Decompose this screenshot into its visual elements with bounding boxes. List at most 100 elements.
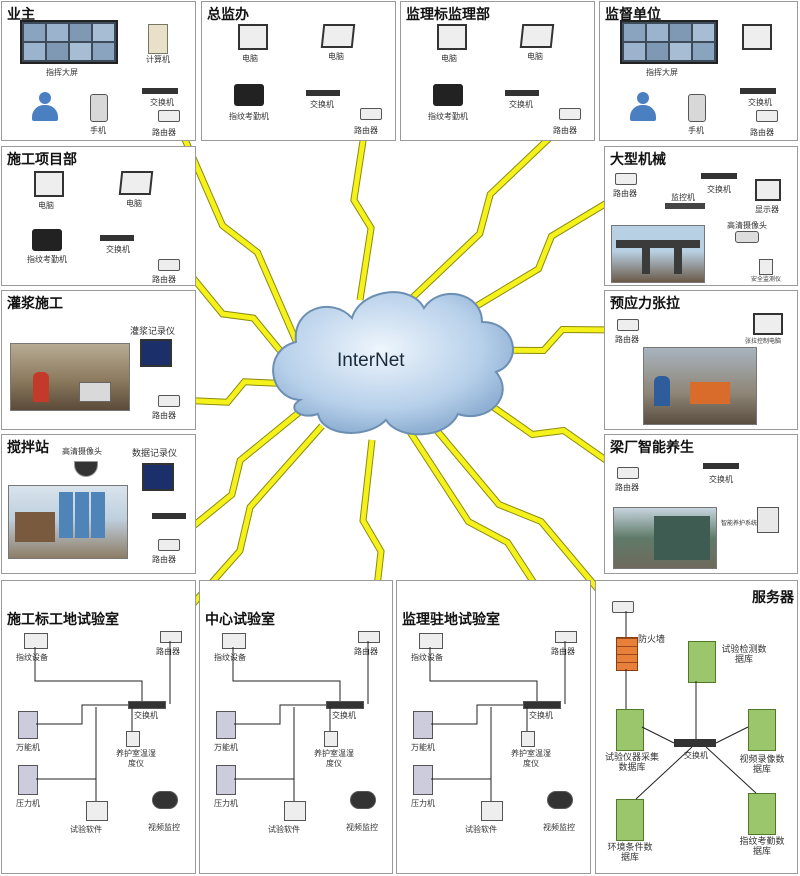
switch-icon (326, 701, 364, 709)
fingerprint-label: 指纹设备 (16, 653, 48, 662)
press-machine-icon (413, 765, 433, 795)
switch-label: 交换机 (509, 100, 533, 109)
panel-lab-center: 中心试验室 指纹设备路由器交换机万能机养护室温湿度仪压力机试验软件视频监控 (199, 580, 393, 874)
panel-title: 大型机械 (610, 152, 666, 168)
pc-label: 电脑 (126, 199, 142, 208)
computer-icon (742, 24, 772, 50)
camera-icon (735, 231, 759, 243)
router-icon (158, 539, 180, 551)
universal-label: 万能机 (411, 743, 435, 752)
panel-title: 施工标工地试验室 (7, 612, 119, 628)
universal-label: 万能机 (214, 743, 238, 752)
switch-label: 交换机 (150, 98, 174, 107)
software-label: 试验软件 (465, 825, 497, 834)
panel-curing: 梁厂智能养生 路由器 交换机 智能养护系统 (604, 434, 798, 574)
video-label: 视频监控 (346, 823, 378, 832)
router-icon (360, 108, 382, 120)
lightning-link (177, 127, 303, 351)
server-icon (688, 641, 716, 683)
db-attendance-label: 指纹考勤数据库 (739, 837, 785, 857)
software-label: 试验软件 (268, 825, 300, 834)
machinery-photo (611, 225, 705, 283)
panel-title: 监理标监理部 (406, 7, 490, 23)
device-label: 智能养护系统 (721, 520, 758, 527)
fingerprint-label: 指纹考勤机 (27, 255, 67, 264)
laptop-icon (519, 24, 555, 48)
server-icon (616, 799, 644, 841)
hygrometer-icon (126, 731, 140, 747)
switch-icon (523, 701, 561, 709)
mixing-plant-photo (8, 485, 128, 559)
router-label: 路由器 (152, 128, 176, 137)
controller-icon (665, 203, 705, 209)
computer-icon (437, 24, 467, 50)
user-icon (630, 92, 656, 122)
switch-label: 交换机 (134, 711, 158, 720)
lightning-link (408, 126, 562, 302)
router-label: 路由器 (152, 411, 176, 420)
command-screen-icon (20, 20, 118, 64)
internet-cloud (272, 291, 514, 436)
universal-machine-icon (18, 711, 38, 739)
recorder-icon (142, 463, 174, 491)
fingerprint-label: 指纹设备 (214, 653, 246, 662)
server-icon (748, 709, 776, 751)
panel-title: 总监办 (207, 7, 249, 23)
dome-camera-icon (547, 791, 573, 809)
router-label: 路由器 (613, 189, 637, 198)
lightning-link (351, 127, 374, 301)
router-icon (358, 631, 380, 643)
laptop-icon (320, 24, 356, 48)
curing-photo (613, 507, 717, 569)
universal-machine-icon (216, 711, 236, 739)
panel-title: 施工项目部 (7, 152, 77, 168)
recorder-icon (140, 339, 172, 367)
grouting-site-photo (10, 343, 130, 411)
panel-title: 业主 (7, 7, 35, 23)
switch-label: 交换机 (709, 475, 733, 484)
switch-label: 交换机 (684, 751, 708, 760)
press-machine-icon (18, 765, 38, 795)
lightning-link (474, 392, 622, 473)
panel-owner: 业主 指挥大屏 计算机 手机 交换机 路由器 (1, 1, 196, 141)
phone-label: 手机 (688, 126, 704, 135)
recorder-label: 数据记录仪 (132, 449, 178, 459)
universal-machine-icon (413, 711, 433, 739)
command-screen-label: 指挥大屏 (646, 68, 678, 77)
router-label: 路由器 (551, 647, 575, 656)
lightning-link (175, 379, 297, 405)
switch-icon (100, 235, 134, 241)
pc-label: 电脑 (328, 52, 344, 61)
fingerprint-terminal-icon (32, 229, 62, 251)
lightning-link (468, 192, 622, 313)
hygrometer-label: 养护室温湿度仪 (116, 749, 156, 768)
internet-label: InterNet (337, 350, 405, 371)
press-label: 压力机 (411, 799, 435, 808)
lightning-link (485, 326, 621, 354)
panel-lab-super: 监理驻地试验室 指纹设备路由器交换机万能机养护室温湿度仪压力机试验软件视频监控 (396, 580, 591, 874)
video-label: 视频监控 (543, 823, 575, 832)
router-label: 路由器 (156, 647, 180, 656)
router-label: 路由器 (354, 647, 378, 656)
fingerprint-device-icon (222, 633, 246, 649)
software-label: 试验软件 (70, 825, 102, 834)
phone-icon (688, 94, 706, 122)
press-machine-icon (216, 765, 236, 795)
fingerprint-device-icon (419, 633, 443, 649)
lab-links (232, 641, 369, 801)
panel-project-dept: 施工项目部 电脑 电脑 指纹考勤机 交换机 路由器 (1, 146, 196, 286)
switch-label: 交换机 (707, 185, 731, 194)
panel-machinery: 大型机械 路由器 交换机 监控机 显示器 高清摄像头 安全监测仪 (604, 146, 798, 286)
server-icon (616, 709, 644, 751)
switch-icon (505, 90, 539, 96)
switch-icon (701, 173, 737, 179)
hygrometer-label: 养护室温湿度仪 (511, 749, 551, 768)
fingerprint-terminal-icon (234, 84, 264, 106)
user-icon (32, 92, 58, 122)
hygrometer-icon (324, 731, 338, 747)
computer-icon (34, 171, 64, 197)
device-label: 张拉控制电脑 (745, 338, 782, 345)
router-icon (559, 108, 581, 120)
router-icon (617, 467, 639, 479)
pc-label: 电脑 (527, 52, 543, 61)
